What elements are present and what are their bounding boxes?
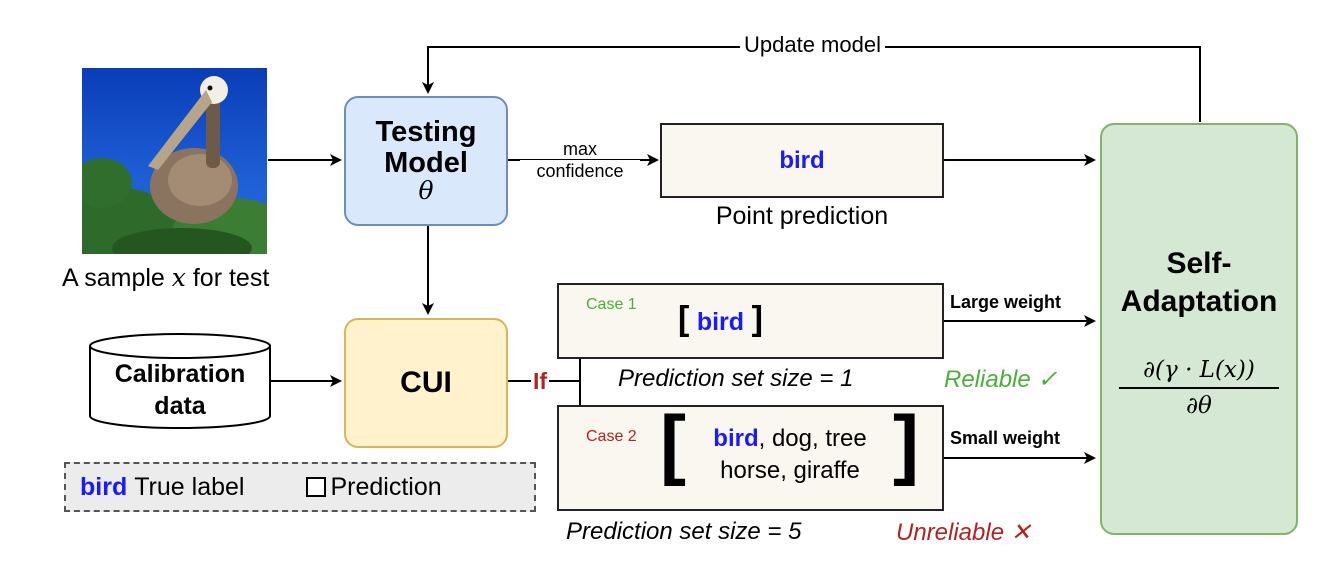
case1-caption: Prediction set size = 1 [614, 365, 858, 393]
edge-label-line2: confidence [520, 160, 640, 182]
formula-denominator: ∂θ [1186, 393, 1212, 419]
point-prediction-box: bird [660, 123, 944, 198]
theta-symbol: θ [418, 176, 434, 206]
legend: bird True label Prediction [64, 462, 536, 512]
case1-box [557, 283, 944, 359]
case2-tag: Case 2 [586, 428, 637, 445]
testing-model-node: Testing Model θ [344, 96, 508, 226]
sample-variable: x [171, 263, 186, 292]
formula-fraction-bar [1119, 387, 1279, 389]
sample-caption-prefix: A sample [62, 264, 165, 292]
case1-set: [ bird ] [678, 300, 763, 339]
case2-box [557, 405, 944, 511]
legend-prediction-text: Prediction [330, 472, 442, 501]
legend-true-text: True label [134, 472, 245, 501]
calibration-line1: Calibration [114, 359, 246, 388]
case1-bracket-open: [ [678, 300, 690, 338]
self-adaptation-line1: Self- [1166, 247, 1232, 280]
case2-caption: Prediction set size = 5 [566, 518, 802, 545]
calibration-line2: data [154, 392, 206, 420]
sample-image [82, 68, 267, 254]
case2-verdict: Unreliable ✕ [896, 519, 1031, 546]
calibration-cylinder-shape [89, 333, 271, 429]
case2-set-text: bird, dog, tree horse, giraffe [690, 423, 890, 487]
self-adaptation-title: Self- Adaptation [1102, 245, 1296, 321]
case2-bracket-open: [ [660, 399, 686, 487]
legend-prediction-swatch [306, 477, 327, 497]
formula-numerator: ∂(γ · L(x)) [1143, 357, 1255, 383]
calibration-data-node: Calibration data [90, 354, 270, 426]
self-adaptation-line2: Adaptation [1120, 285, 1278, 318]
case2-true-label: bird [713, 425, 759, 452]
testing-model-line2: Model [384, 146, 468, 179]
edge-label-max-confidence: max confidence [520, 138, 640, 182]
pelican-illustration [82, 76, 267, 254]
case1-tag: Case 1 [586, 296, 637, 313]
case2-weight: Small weight [950, 428, 1061, 448]
cui-label: CUI [400, 366, 452, 399]
sample-caption: A sample x for test [62, 263, 322, 293]
update-model-label: Update model [740, 32, 885, 58]
edge-label-line1: max [562, 139, 597, 159]
case1-bracket-close: ] [751, 300, 763, 338]
case2-line2: horse, giraffe [720, 457, 860, 484]
case1-verdict: Reliable ✓ [944, 366, 1058, 393]
cui-node: CUI [344, 318, 508, 448]
self-adaptation-node: Self- Adaptation ∂(γ · L(x)) ∂θ [1100, 123, 1298, 535]
if-label: If [531, 368, 550, 395]
case2-line1-rest: , dog, tree [758, 425, 867, 452]
arrow-update-model [422, 46, 1201, 122]
point-prediction-label: bird [779, 146, 825, 174]
point-prediction-caption: Point prediction [715, 202, 889, 230]
case2-line1: bird, dog, tree [690, 423, 890, 455]
case1-label: bird [696, 308, 745, 336]
testing-model-line1: Testing [375, 116, 477, 149]
case2-bracket-close: ] [893, 399, 919, 487]
case1-weight: Large weight [950, 292, 1062, 312]
sample-caption-suffix: for test [192, 264, 270, 292]
gradient-formula: ∂(γ · L(x)) ∂θ [1102, 357, 1296, 419]
legend-true-word: bird [80, 472, 128, 501]
